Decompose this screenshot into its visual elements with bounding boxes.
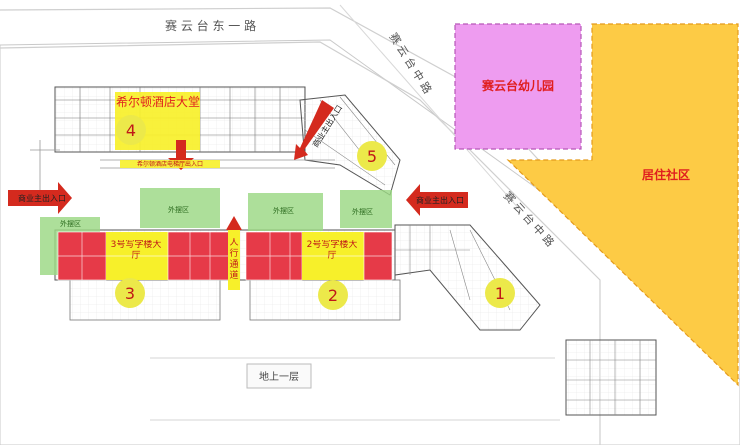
hotel-lobby-label: 希尔顿酒店大堂 (116, 94, 200, 109)
residential-label: 居住社区 (642, 167, 690, 182)
badge-building-3 (115, 278, 145, 308)
office2-lobby-label: 2号写字楼大厅 (306, 240, 358, 261)
kindergarten-label: 赛云台幼儿园 (481, 78, 554, 93)
floor-label: 地上一层 (259, 370, 299, 383)
badge-number-3: 3 (125, 284, 135, 303)
arrow-commercial-right (406, 184, 468, 216)
ground-floor-zones (57, 231, 393, 281)
floor-label-box (246, 363, 312, 389)
walkway-label: 人行通道 (229, 238, 239, 281)
outdoor-label-2: 外摆区 (168, 205, 189, 214)
badge-building-1 (485, 278, 515, 308)
kindergarten-zone (454, 23, 582, 150)
badge-building-2 (318, 280, 348, 310)
walkway-strip (228, 230, 240, 290)
badge-building-5 (357, 141, 387, 171)
entrance-arrows (8, 100, 468, 290)
outdoor-label-1: 外摆区 (60, 219, 81, 228)
road-label-east-one: 赛 云 台 东 一 路 (165, 18, 256, 33)
outdoor-label-3: 外摆区 (273, 206, 294, 215)
commercial-right-label: 商业主出入口 (416, 195, 464, 205)
walkway-label-box: 人行通道 (229, 238, 239, 281)
badge-building-4 (116, 115, 146, 145)
road-centerline (339, 4, 521, 211)
badge-number-5: 5 (367, 147, 377, 166)
residential-zone (506, 23, 739, 387)
outdoor-zone-2 (140, 188, 220, 228)
badge-number-2: 2 (328, 286, 338, 305)
building-badges (115, 115, 515, 310)
commercial-left-label: 商业主出入口 (18, 193, 66, 203)
hotel-elevator-label: 希尔顿酒店电梯厅出入口 (137, 160, 203, 168)
office3-lobby-box: 3号写字楼大厅 (110, 240, 162, 261)
road-edge-inner (0, 41, 601, 445)
badge-number-4: 4 (126, 121, 136, 140)
badge-number-1: 1 (495, 284, 505, 303)
arrow-walkway (226, 216, 242, 230)
hotel-elevator-strip (120, 160, 220, 168)
outdoor-zone-3 (248, 193, 323, 231)
outdoor-zone-4 (340, 190, 392, 228)
office3-lobby-label: 3号写字楼大厅 (110, 240, 162, 261)
arrow-commercial-left (8, 182, 72, 214)
outdoor-label-4: 外摆区 (352, 207, 373, 216)
site-boundary (0, 39, 740, 445)
arrow-commercial-top (294, 100, 334, 160)
office2-lobby-box: 2号写字楼大厅 (306, 240, 358, 261)
